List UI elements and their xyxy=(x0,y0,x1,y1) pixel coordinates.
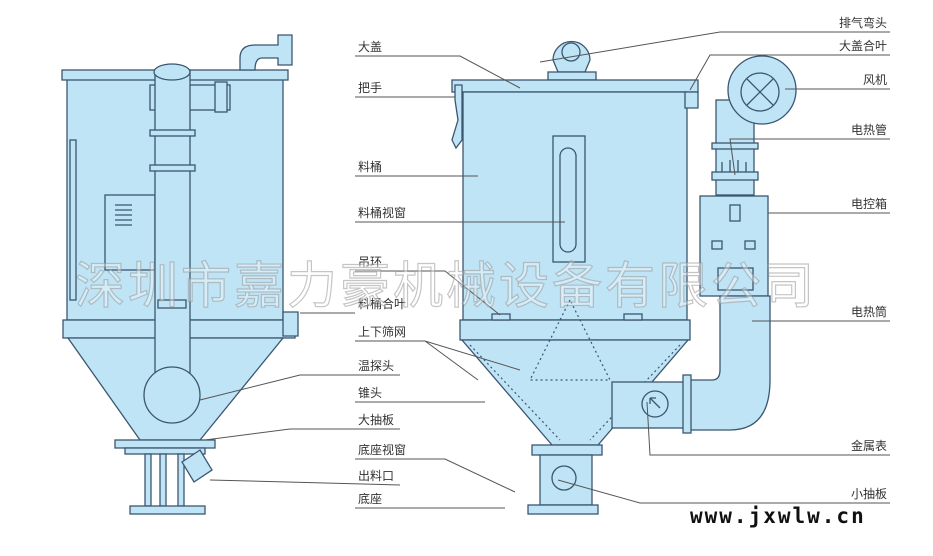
label-heater-tube: 电热管 xyxy=(851,122,887,137)
label-large-slide: 大抽板 xyxy=(358,413,394,427)
label-base-window: 底座视窗 xyxy=(358,442,406,457)
label-gauge: 金属表 xyxy=(851,438,887,453)
label-base: 底座 xyxy=(358,491,382,506)
label-control-box: 电控箱 xyxy=(851,196,887,211)
label-lid: 大盖 xyxy=(358,40,382,54)
label-lid-hinge: 大盖合叶 xyxy=(839,38,887,53)
label-hopper: 料桶 xyxy=(358,159,382,174)
label-cone: 锥头 xyxy=(358,386,382,400)
front-view xyxy=(451,40,699,515)
label-temp-probe: 温探头 xyxy=(358,359,394,373)
label-outlet: 出料口 xyxy=(358,469,394,483)
watermark: 深圳市嘉力豪机械设备有限公司 xyxy=(75,257,817,315)
blower-heater xyxy=(611,55,797,434)
label-blower: 风机 xyxy=(863,73,887,87)
label-small-slide: 小抽板 xyxy=(851,487,887,501)
label-lifting-ring: 吊环 xyxy=(358,255,382,269)
side-view xyxy=(61,34,299,515)
label-exhaust-elbow: 排气弯头 xyxy=(839,15,887,30)
label-handle: 把手 xyxy=(358,81,382,95)
website-url: www.jxwlw.cn xyxy=(690,504,866,528)
label-screens: 上下筛网 xyxy=(358,324,406,339)
part-labels: 大盖 把手 料桶 料桶视窗 吊环 料桶合叶 上下筛网 温探头 锥头 大抽板 底座… xyxy=(358,15,887,506)
leader-lines xyxy=(199,31,890,509)
label-hopper-hinge: 料桶合叶 xyxy=(358,296,406,311)
label-heater-barrel: 电热筒 xyxy=(851,304,887,319)
label-hopper-window: 料桶视窗 xyxy=(358,205,406,220)
